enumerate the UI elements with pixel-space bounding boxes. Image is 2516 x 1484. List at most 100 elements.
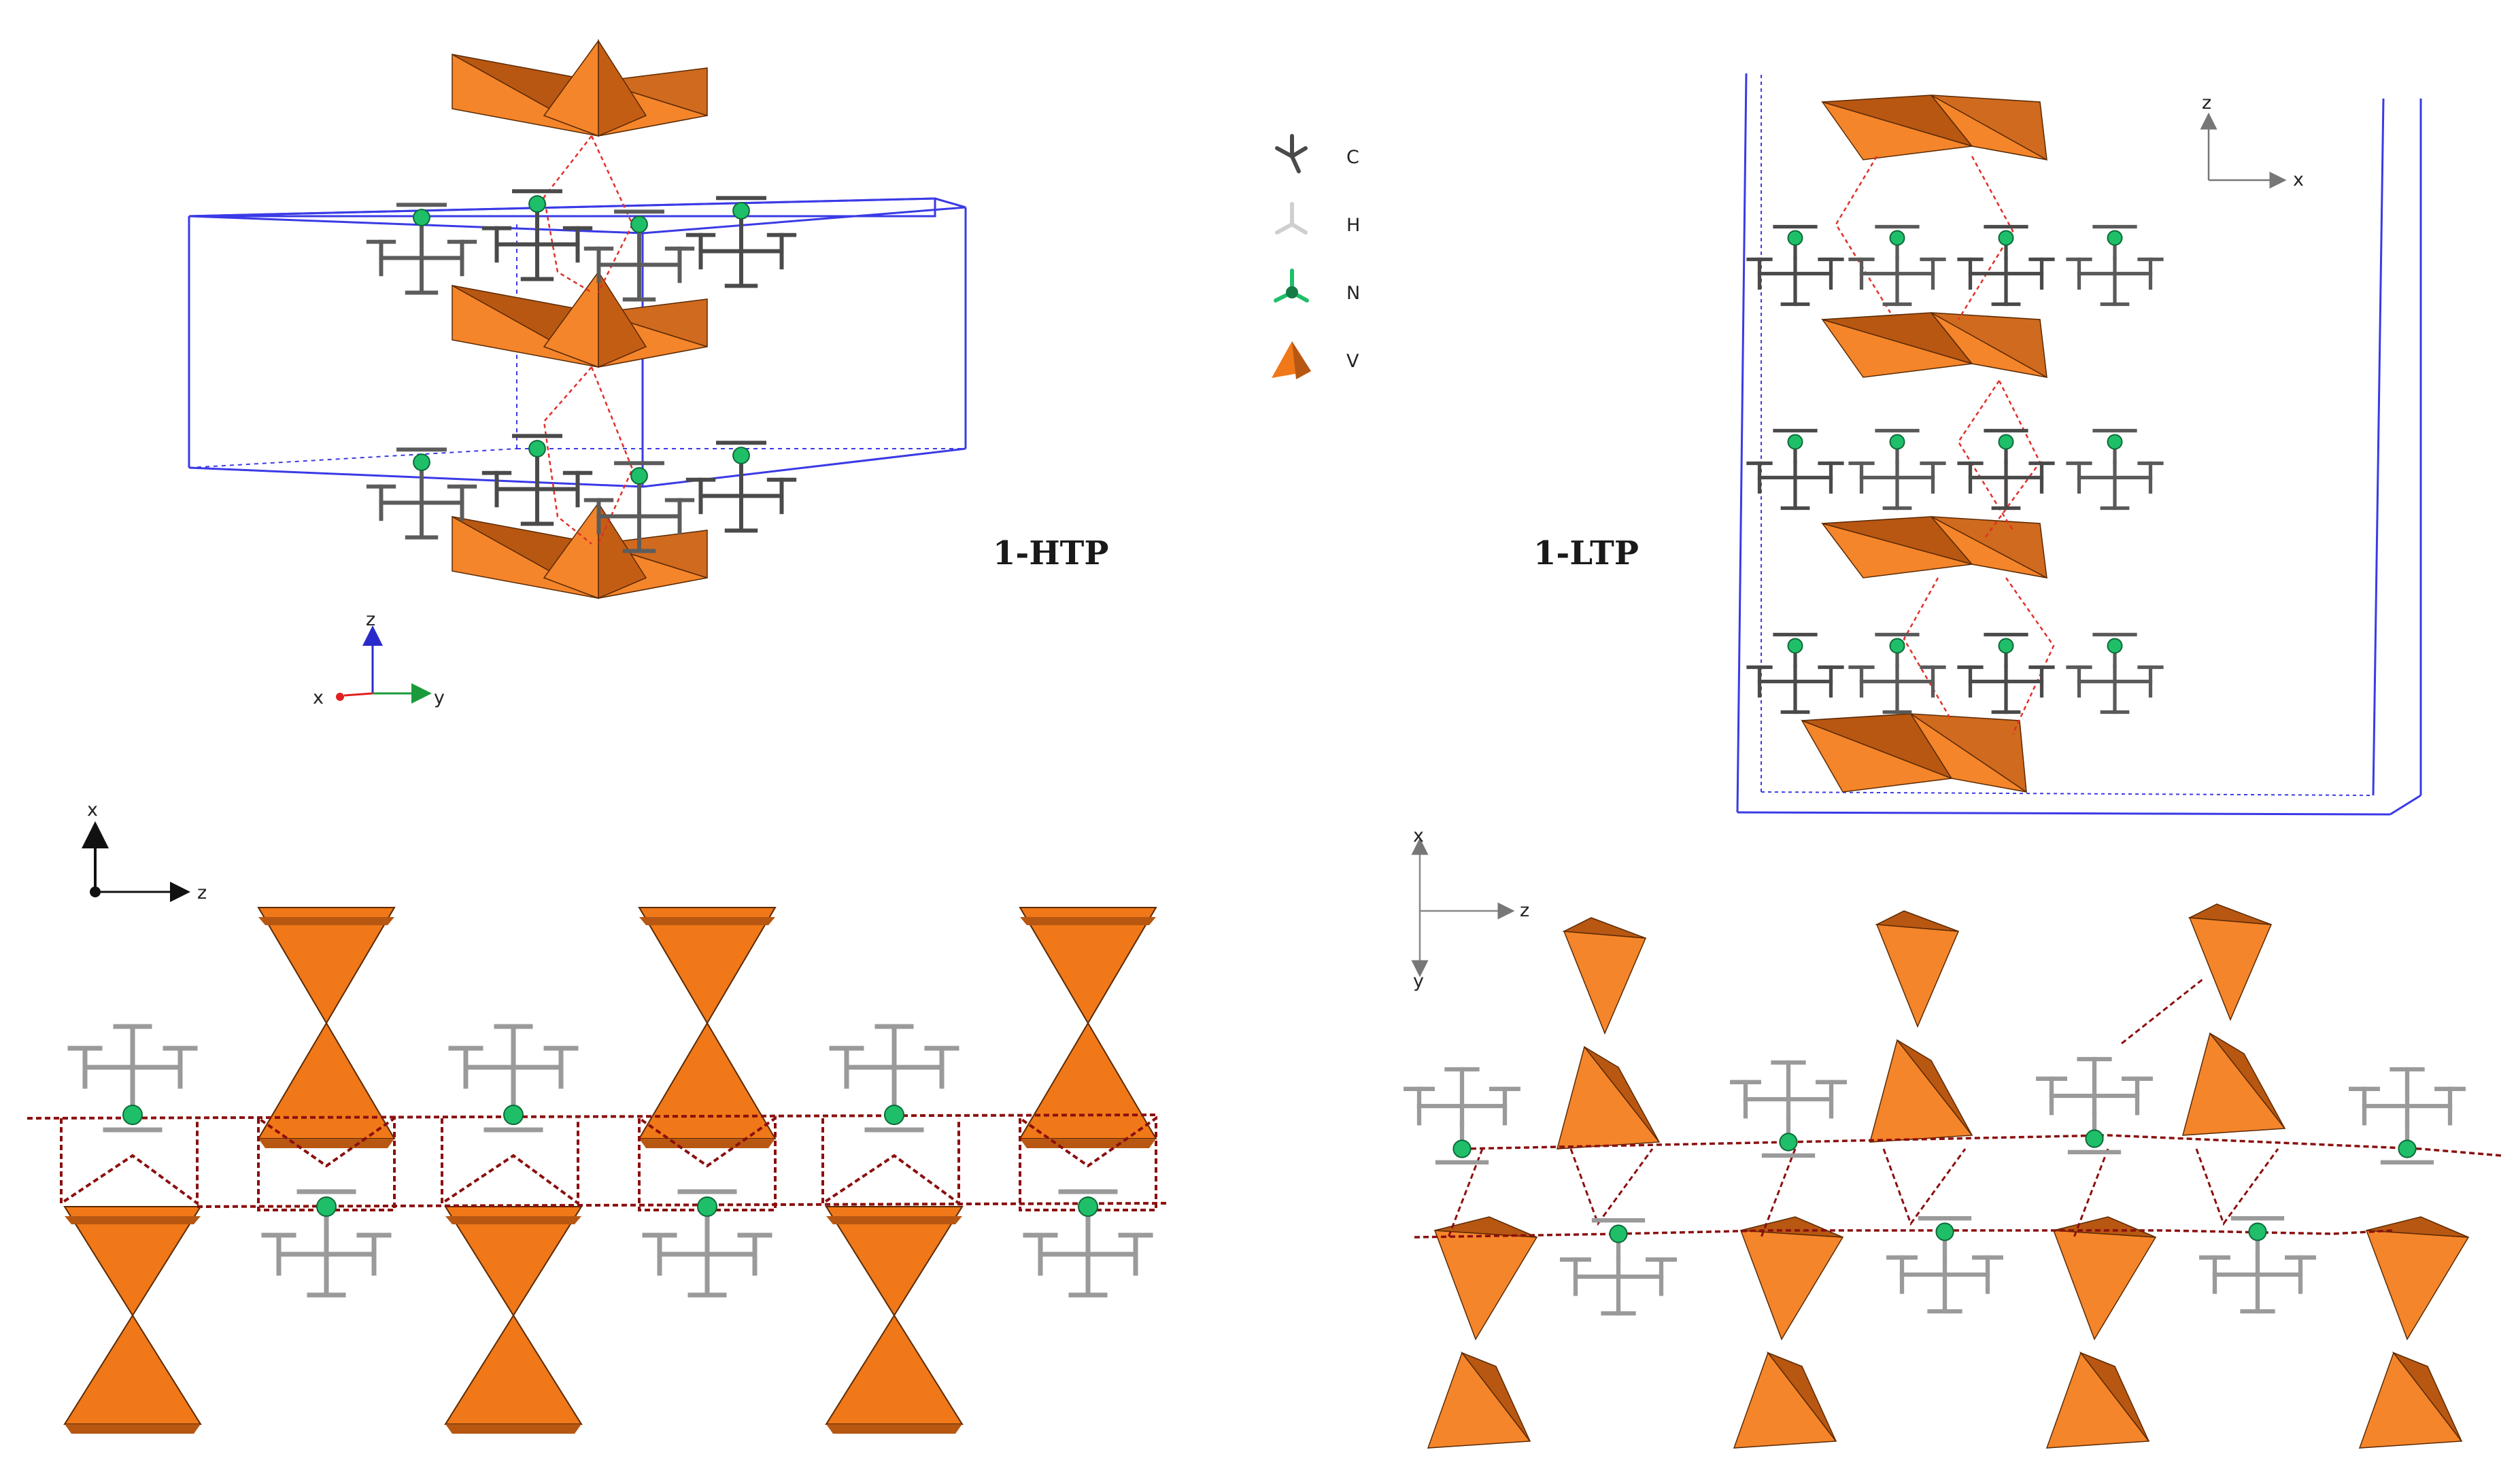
organic-cation bbox=[2349, 1067, 2466, 1164]
nitrogen-atom bbox=[630, 467, 648, 485]
bottom-right-axis-triad: x z y bbox=[1411, 825, 1529, 992]
ltp-axis-z-label: z bbox=[2202, 92, 2211, 114]
bl-axis-x-label: x bbox=[87, 799, 98, 821]
vo4-dimer bbox=[825, 1206, 964, 1434]
br-axis-x-label: x bbox=[1413, 825, 1424, 846]
vo4-tetrahedron bbox=[2365, 1216, 2470, 1341]
organic-cation bbox=[366, 447, 477, 540]
vo4-tetrahedron bbox=[825, 1206, 964, 1317]
nitrogen-atom bbox=[1889, 230, 1905, 246]
vo4-tetrahedron bbox=[444, 1206, 583, 1317]
hydrogen-bond bbox=[2195, 1148, 2279, 1226]
hydrogen-bond bbox=[821, 1118, 960, 1206]
vo4-tetrahedron bbox=[63, 1206, 202, 1317]
tetra-face bbox=[598, 39, 647, 137]
vo4-tetrahedron bbox=[1019, 1022, 1157, 1139]
vo4-tetrahedron bbox=[1821, 94, 1974, 160]
organic-cation bbox=[1957, 428, 2055, 511]
tetra-face bbox=[1434, 1216, 1537, 1238]
vo4-dimer bbox=[444, 1206, 583, 1434]
organic-cation bbox=[1023, 1189, 1153, 1298]
panel-ltp-chain: x z y bbox=[1404, 825, 2503, 1449]
nitrogen-atom bbox=[2398, 1139, 2417, 1158]
hydrogen-bond bbox=[2121, 978, 2204, 1045]
vo4-tetrahedron bbox=[1909, 713, 2027, 793]
organic-cation bbox=[1848, 428, 1946, 511]
nitrogen-atom bbox=[1998, 230, 2014, 246]
bl-axis-z-label: z bbox=[197, 882, 207, 903]
legend-nitrogen-label: N bbox=[1346, 283, 1360, 304]
vo4-tetrahedron-edge bbox=[826, 1216, 962, 1224]
vo4-tetrahedron bbox=[1433, 1216, 1538, 1341]
vo4-tetrahedron bbox=[1427, 1351, 1531, 1449]
organic-cation bbox=[448, 1024, 579, 1133]
tetra-face bbox=[598, 298, 708, 348]
hydrogen-bond bbox=[27, 1114, 1157, 1120]
tetra-face bbox=[598, 501, 647, 600]
br-organic-cations bbox=[1404, 1056, 2466, 1316]
vo4-dimer bbox=[638, 907, 777, 1148]
tetra-face bbox=[2365, 1230, 2470, 1341]
organic-cation bbox=[366, 203, 477, 295]
vo4-tetrahedron-edge bbox=[445, 1424, 581, 1434]
tetra-face bbox=[2053, 1216, 2156, 1238]
organic-cation bbox=[1746, 428, 1844, 511]
vo4-tetrahedron-edge bbox=[258, 1139, 394, 1148]
vo4-dimer bbox=[257, 907, 396, 1148]
tetra-face bbox=[2079, 1351, 2149, 1442]
organic-cation bbox=[2066, 632, 2164, 714]
tetra-face bbox=[1460, 1351, 1531, 1442]
htp-axis-y-label: y bbox=[434, 687, 445, 708]
tetra-face bbox=[2052, 1230, 2157, 1341]
tetra-face bbox=[1897, 1039, 1973, 1136]
tetra-face bbox=[2392, 1351, 2462, 1442]
vo4-tetrahedron-edge bbox=[445, 1216, 581, 1224]
tetra-face bbox=[1931, 94, 2047, 161]
vo4-tetrahedron-edge bbox=[1020, 1139, 1156, 1148]
tetra-face bbox=[1909, 713, 2027, 793]
vo4-tetrahedron bbox=[63, 1314, 202, 1425]
htp-axis-triad: z x y bbox=[313, 609, 445, 708]
organic-cation bbox=[829, 1024, 959, 1133]
tetra-face bbox=[2366, 1216, 2469, 1238]
organic-cation bbox=[583, 461, 695, 553]
vo4-tetrahedron bbox=[1931, 312, 2047, 379]
nitrogen-ball-icon bbox=[1286, 286, 1298, 298]
br-axis-y-label: y bbox=[1413, 971, 1424, 992]
nitrogen-atom bbox=[1935, 1222, 1954, 1241]
hydrogen-bond bbox=[257, 1116, 396, 1211]
organic-cation bbox=[481, 434, 593, 526]
vo4-tetrahedron-edge bbox=[639, 917, 775, 925]
nitrogen-atom bbox=[1889, 434, 1905, 450]
nitrogen-atom bbox=[2248, 1222, 2267, 1241]
ltp-axis-x-label: x bbox=[2293, 169, 2304, 190]
nitrogen-atom bbox=[2107, 638, 2123, 654]
nitrogen-atom bbox=[1779, 1133, 1798, 1152]
ltp-axis-triad: z x bbox=[2200, 92, 2304, 190]
hydrogen-bond bbox=[2073, 1148, 2109, 1238]
organic-cation bbox=[1560, 1218, 1677, 1316]
tetra-face bbox=[1766, 1351, 1837, 1442]
organic-cation bbox=[2066, 224, 2164, 307]
nitrogen-atom bbox=[732, 447, 750, 464]
hydrogen-bond bbox=[60, 1118, 199, 1206]
tetra-face bbox=[1875, 910, 1959, 932]
tetra-face bbox=[1562, 917, 1646, 939]
nitrogen-atom bbox=[732, 202, 750, 220]
organic-cation bbox=[1957, 632, 2055, 714]
vo4-tetrahedron bbox=[1931, 516, 2047, 579]
vo4-tetrahedron-edge bbox=[826, 1424, 962, 1434]
nitrogen-atom bbox=[528, 195, 546, 213]
nitrogen-atom bbox=[697, 1196, 717, 1217]
nitrogen-atom bbox=[1998, 638, 2014, 654]
vo4-tetrahedron bbox=[1869, 1039, 1973, 1143]
carbon-stick-icon bbox=[1275, 134, 1308, 173]
vo4-tetrahedron bbox=[1739, 1216, 1844, 1341]
vo4-tetrahedron bbox=[638, 1022, 777, 1139]
vo4-tetrahedron bbox=[1821, 516, 1974, 579]
organic-cation bbox=[1848, 632, 1946, 714]
nitrogen-atom bbox=[884, 1105, 904, 1125]
nitrogen-atom bbox=[1609, 1224, 1628, 1243]
hydrogen-bond bbox=[1760, 1148, 1797, 1238]
organic-cation bbox=[1746, 632, 1844, 714]
